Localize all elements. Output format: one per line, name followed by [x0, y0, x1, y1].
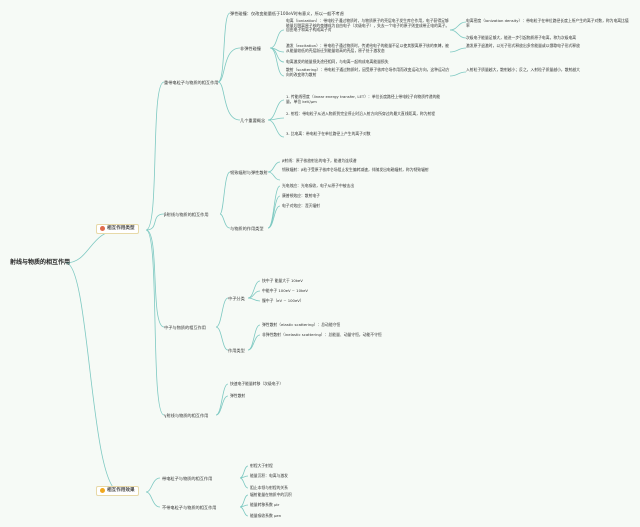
- beta-interaction-types: 与物质的作用类型: [230, 226, 264, 231]
- pair-production-node: 电子对效应：湮灭辐射: [282, 203, 320, 208]
- ionization-node: 电离（ionization）：带电粒子通过物质时，与物质原子的壳层电子发生库仑作…: [286, 18, 450, 33]
- scattering-extra-node: 入射粒子质量越大，散射越小；反之，入射粒子质量越小，散射越大: [466, 67, 580, 72]
- sun-icon: [100, 488, 105, 494]
- house-icon: [100, 226, 105, 232]
- concept-range: 2. 射程：带电粒子从进入物质到完全停止时沿入射方向所穿过的最大直线距离，称为射…: [286, 111, 436, 116]
- branch-interaction-effects: 相互作用效果: [96, 486, 139, 496]
- heavy-charged-title: 重带电粒子与物质的相互作用: [164, 80, 219, 85]
- concepts-title: 几个重要概念: [240, 118, 266, 123]
- scattering-node: 散射（scattering）：带电粒子通过物质时，因受原子核库仑场作用而改变运动…: [286, 67, 450, 77]
- uncharged-effect-c: 能量吸收系数 μen: [250, 513, 282, 518]
- intermediate-neutron: 中能中子 100eV ~ 10keV: [262, 288, 308, 293]
- neutron-classification: 中子分类: [228, 296, 245, 301]
- secondary-ionization-node: 次级电子能量足够大，能进一步引起物质原子电离，称为次级电离: [466, 35, 577, 40]
- elastic-collision: 弹性碰撞：仅改变能量低于100eV时有意义，所以一般不考虑: [230, 11, 344, 16]
- neutron-interaction-types: 作用类型: [228, 348, 245, 353]
- bremsstrahlung-node: 韧致辐射：β粒子受原子核库仑场阻止发生偏转减速，伴随发出电磁辐射，称为韧致辐射: [282, 167, 429, 172]
- fast-neutron: 快中子 能量大于 10keV: [262, 278, 303, 283]
- uncharged-effect-a: 辐射能量在物质中的沉积: [250, 492, 292, 497]
- beta-title: β射线与物质的相互作用: [164, 212, 209, 217]
- excitation2-node: 电离激发的能量损失途径相同，与电离一起构成电离能量损失: [286, 59, 389, 64]
- charged-effect-c: 阻止本领与射程的关系: [250, 485, 288, 490]
- concept-specific-ionization: 3. 比电离：带电粒子在单位路径上产生的离子对数: [286, 131, 371, 136]
- neutron-title: 中子与物质的相互作用: [164, 325, 206, 330]
- slow-neutron: 慢中子（eV ~ 100eV）: [262, 298, 304, 303]
- gamma-elastic: 弹性散射: [230, 393, 246, 398]
- beta-ray-node: β射线：原子核放射出的电子，能谱为连续谱: [282, 158, 357, 163]
- inelastic-scattering: 非弹性散射（inelastic scattering）：总能量、动量守恒，动能不…: [262, 332, 382, 337]
- branch-interaction-types: 相互作用类型: [96, 224, 139, 234]
- elastic-scattering: 弹性散射（elastic scattering）：总动能守恒: [262, 322, 341, 327]
- charged-effect-b: 能量沉积：电离与激发: [250, 473, 288, 478]
- beta-bremsstrahlung: 韧致辐射与弹性散射: [230, 170, 268, 175]
- inelastic-title: 非弹性碰撞: [240, 46, 261, 51]
- branch-interaction-effects-label: 相互作用效果: [107, 488, 135, 493]
- gamma-title: γ射线与物质的相互作用: [164, 413, 209, 418]
- uncharged-effect-b: 能量转移系数 μtr: [250, 502, 280, 507]
- gamma-energy-transfer: 快速电子能量转移（次级电子）: [230, 381, 284, 386]
- compton-node: 康普顿效应：散射电子: [282, 193, 320, 198]
- photoelectric-node: 光电效应：光电吸收，电子从原子中被击出: [282, 183, 355, 188]
- uncharged-effects-title: 不带电粒子与物质的相互作用: [162, 505, 217, 510]
- branch-interaction-types-label: 相互作用类型: [107, 226, 135, 231]
- ionization-density-node: 电离密度（ionization density）：带电粒子在单位路径长度上所产生…: [466, 18, 629, 28]
- charged-effects-title: 带电粒子与物质的相互作用: [162, 476, 213, 481]
- excitation-extra-node: 激发原子退激时，以光子形式释放出多余能量或以俄歇电子形式释放: [466, 43, 580, 48]
- concept-let: 1. 传能线密度（linear energy transfer, LET）：单位…: [286, 94, 441, 104]
- root-topic: 射线与物质的相互作用: [10, 259, 71, 266]
- excitation-node: 激发（excitation）：带电粒子通过物质时，传递给电子的能量不足以使其脱离…: [286, 43, 449, 53]
- charged-effect-a: 射程大于射程: [250, 463, 273, 468]
